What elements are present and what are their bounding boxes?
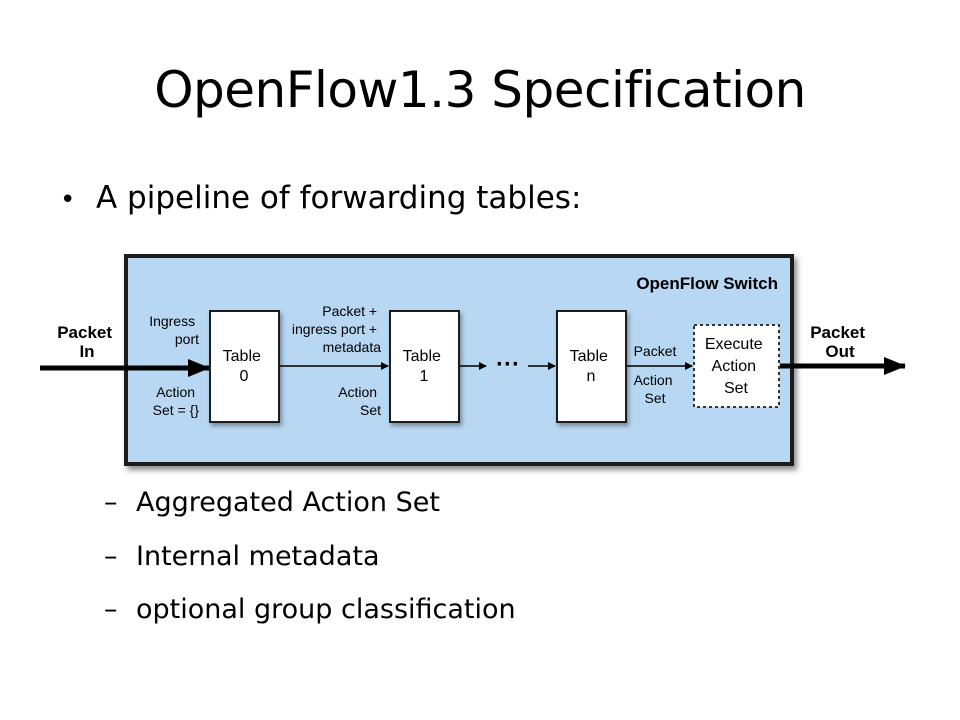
- bullet-item: • A pipeline of forwarding tables:: [60, 176, 581, 222]
- execute-action-set-label: Execute Action Set: [705, 336, 767, 397]
- table-0-label: Table 0: [223, 348, 266, 385]
- bullet-dot-icon: •: [60, 185, 76, 215]
- table-0-box: [209, 310, 280, 423]
- dash-icon: –: [104, 540, 118, 572]
- packet-in-label: Packet In: [57, 323, 117, 361]
- action-set-label: Action Set: [338, 384, 381, 418]
- sub-item-aggregated-action-set: –Aggregated Action Set: [104, 480, 516, 534]
- ingress-port-label: Ingress port: [149, 313, 199, 347]
- sub-item-group-classification: –optional group classification: [104, 587, 516, 641]
- slide-title: OpenFlow1.3 Specification: [154, 61, 806, 119]
- sub-item-internal-metadata: –Internal metadata: [104, 534, 516, 588]
- packet-ingress-metadata-label: Packet + ingress port + metadata: [292, 303, 381, 355]
- packet-out-label: Packet Out: [810, 323, 870, 361]
- dash-icon: –: [104, 594, 118, 625]
- switch-label: OpenFlow Switch: [636, 274, 778, 293]
- sub-bullet-list: –Aggregated Action Set –Internal metadat…: [104, 480, 516, 641]
- action-set-empty-label: Action Set = {}: [153, 384, 200, 418]
- packet-label: Packet: [634, 343, 677, 359]
- ellipsis-label: ···: [496, 351, 520, 378]
- sub-item-text: Internal metadata: [136, 540, 380, 572]
- execute-action-set-box: [693, 324, 780, 408]
- table-n-box: [556, 310, 627, 423]
- sub-item-text: optional group classification: [136, 594, 516, 625]
- table-1-box: [389, 310, 460, 423]
- dash-icon: –: [104, 487, 118, 518]
- action-set-n-label: Action Set: [634, 372, 677, 406]
- table-1-label: Table 1: [403, 348, 446, 385]
- bullet-text: A pipeline of forwarding tables:: [96, 180, 582, 216]
- table-n-label: Table n: [570, 348, 613, 385]
- sub-item-text: Aggregated Action Set: [136, 487, 440, 518]
